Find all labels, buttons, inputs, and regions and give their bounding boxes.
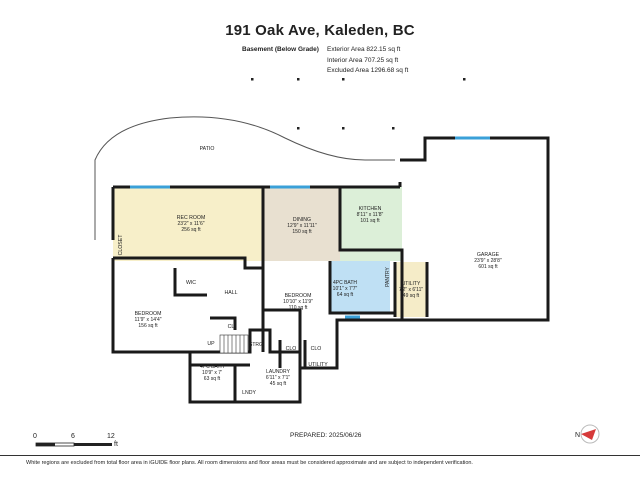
utility-small-dims: 7'2" x 6'11" <box>399 287 423 293</box>
lndy-label: LNDY <box>242 390 256 396</box>
patio-outline <box>94 116 395 240</box>
disclaimer: White regions are excluded from total fl… <box>0 455 640 471</box>
garage-name: GARAGE <box>477 252 500 258</box>
exterior-area: Exterior Area 822.15 sq ft <box>327 46 401 53</box>
scale-tick-0: 0 <box>33 433 37 440</box>
bedroom1-dims: 11'9" x 14'4" <box>134 317 161 323</box>
stairs <box>219 334 249 354</box>
interior-area: Interior Area 707.25 sq ft <box>327 57 399 64</box>
dining-fill <box>263 187 340 261</box>
prepared-date: PREPARED: 2025/06/26 <box>290 432 362 439</box>
windows <box>130 136 490 319</box>
bath-fill <box>330 261 390 313</box>
rec-room-fill <box>113 187 263 261</box>
walls <box>111 136 550 404</box>
patio-markers <box>251 78 466 130</box>
bedroom1-area: 156 sq ft <box>138 323 158 329</box>
floor-name: Basement (Below Grade) <box>242 46 319 53</box>
bath-a-dims: 10'1" x 7'7" <box>333 286 358 292</box>
kitchen-area: 101 sq ft <box>360 218 380 224</box>
closet-label: CLOSET <box>118 234 124 256</box>
dining-name: DINING <box>293 217 311 223</box>
utility-small-fill <box>395 262 427 317</box>
laundry-dims: 6'11" x 7'1" <box>266 375 290 381</box>
excluded-area: Excluded Area 1296.68 sq ft <box>327 67 409 74</box>
bath-b-area: 63 sq ft <box>204 376 221 382</box>
compass-label: N <box>575 432 580 439</box>
utility-small-area: 49 sq ft <box>403 293 420 299</box>
clo2-label: CLO <box>311 346 322 352</box>
garage-dims: 23'9" x 28'8" <box>474 258 502 264</box>
utility-label: UTILITY <box>308 362 328 368</box>
kitchen-name: KITCHEN <box>359 206 382 212</box>
laundry-area: 45 sq ft <box>270 381 287 387</box>
dining-dims: 12'9" x 11'11" <box>287 223 317 229</box>
rec-room-area: 256 sq ft <box>181 227 201 233</box>
pantry-label: PANTRY <box>385 266 391 286</box>
dining-area: 150 sq ft <box>292 229 312 235</box>
rec-room-name: REC ROOM <box>177 215 206 221</box>
clo1-label: CLO <box>286 346 297 352</box>
cl-label: CL <box>228 324 235 330</box>
bedroom1-name: BEDROOM <box>135 311 162 317</box>
bath-a-area: 64 sq ft <box>337 292 354 298</box>
hall-label: HALL <box>225 290 238 296</box>
bath-b-name: 4PC BATH <box>200 364 224 370</box>
page-title: 191 Oak Ave, Kaleden, BC <box>225 22 415 39</box>
bedroom2-name: BEDROOM <box>285 293 312 299</box>
bedroom2-dims: 10'10" x 11'9" <box>283 299 313 305</box>
storage-label: STRG <box>249 342 263 348</box>
scale-tick-12: 12 <box>107 433 115 440</box>
kitchen-dims: 8'11" x 11'8" <box>357 212 384 218</box>
rec-room-dims: 23'2" x 11'6" <box>177 221 204 227</box>
utility-small-name: UTILITY <box>402 281 421 287</box>
bedroom2-area: 110 sq ft <box>289 305 308 311</box>
scale-bar: 0 6 12 ft <box>33 433 118 448</box>
garage-area: 601 sq ft <box>478 264 498 270</box>
up-label: UP <box>207 341 215 347</box>
patio-label: PATIO <box>200 146 215 152</box>
bath-b-dims: 10'9" x 7' <box>202 370 222 376</box>
laundry-name: LAUNDRY <box>266 369 290 375</box>
scale-unit: ft <box>114 441 118 448</box>
scale-tick-6: 6 <box>71 433 75 440</box>
wic-label: WIC <box>186 280 196 286</box>
bath-a-name: 4PC BATH <box>333 280 357 286</box>
compass-icon: N <box>575 424 600 444</box>
